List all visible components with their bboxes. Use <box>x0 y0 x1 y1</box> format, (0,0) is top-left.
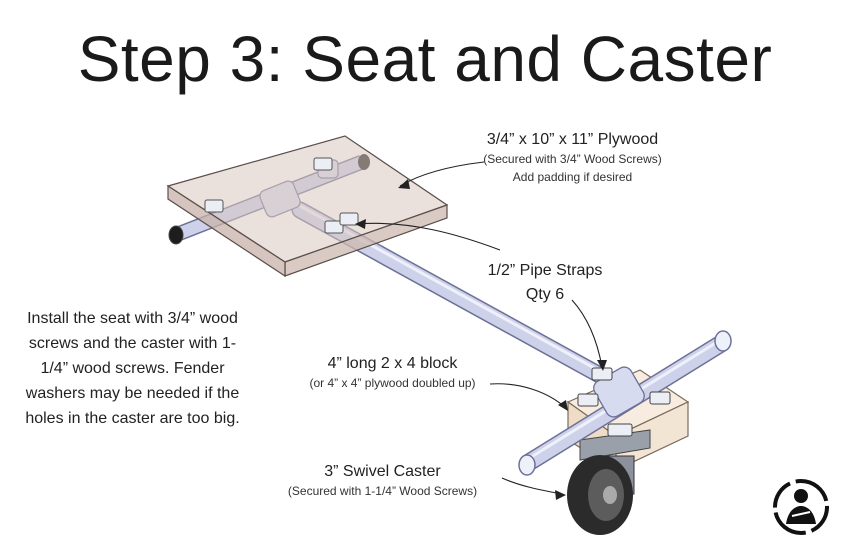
arrow-heads <box>355 179 607 500</box>
plywood-padding-note: Add padding if desired <box>512 170 633 184</box>
seat-pipe-straps <box>204 157 359 234</box>
plywood-label: 3/4” x 10” x 11” Plywood <box>486 131 659 148</box>
caster-label: 3” Swivel Caster <box>324 463 441 480</box>
caster-callout: 3” Swivel Caster (Secured with 1-1/4” Wo… <box>265 462 500 500</box>
caster-pipe-straps <box>577 367 671 437</box>
plywood-seat <box>166 135 449 278</box>
plywood-callout: 3/4” x 10” x 11” Plywood (Secured with 3… <box>470 130 675 186</box>
woodworker-logo-icon <box>773 479 829 535</box>
pipe-straps-label: 1/2” Pipe Straps <box>487 262 603 279</box>
pipe-straps-arrow-seat <box>357 222 501 251</box>
block-note: (or 4” x 4” plywood doubled up) <box>309 376 476 390</box>
install-instructions: Install the seat with 3/4” wood screws a… <box>25 310 240 427</box>
block-label: 4” long 2 x 4 block <box>327 355 458 372</box>
pipe-straps-qty: Qty 6 <box>525 286 565 303</box>
block-arrow <box>489 383 567 409</box>
swivel-caster <box>567 429 651 535</box>
pipe-straps-callout: 1/2” Pipe Straps Qty 6 <box>470 261 620 305</box>
page-title: Step 3: Seat and Caster <box>77 23 773 95</box>
caster-note: (Secured with 1-1/4” Wood Screws) <box>287 484 478 498</box>
block-callout: 4” long 2 x 4 block (or 4” x 4” plywood … <box>285 354 500 392</box>
caster-arrow <box>501 477 563 495</box>
plywood-note: (Secured with 3/4” Wood Screws) <box>483 152 662 166</box>
